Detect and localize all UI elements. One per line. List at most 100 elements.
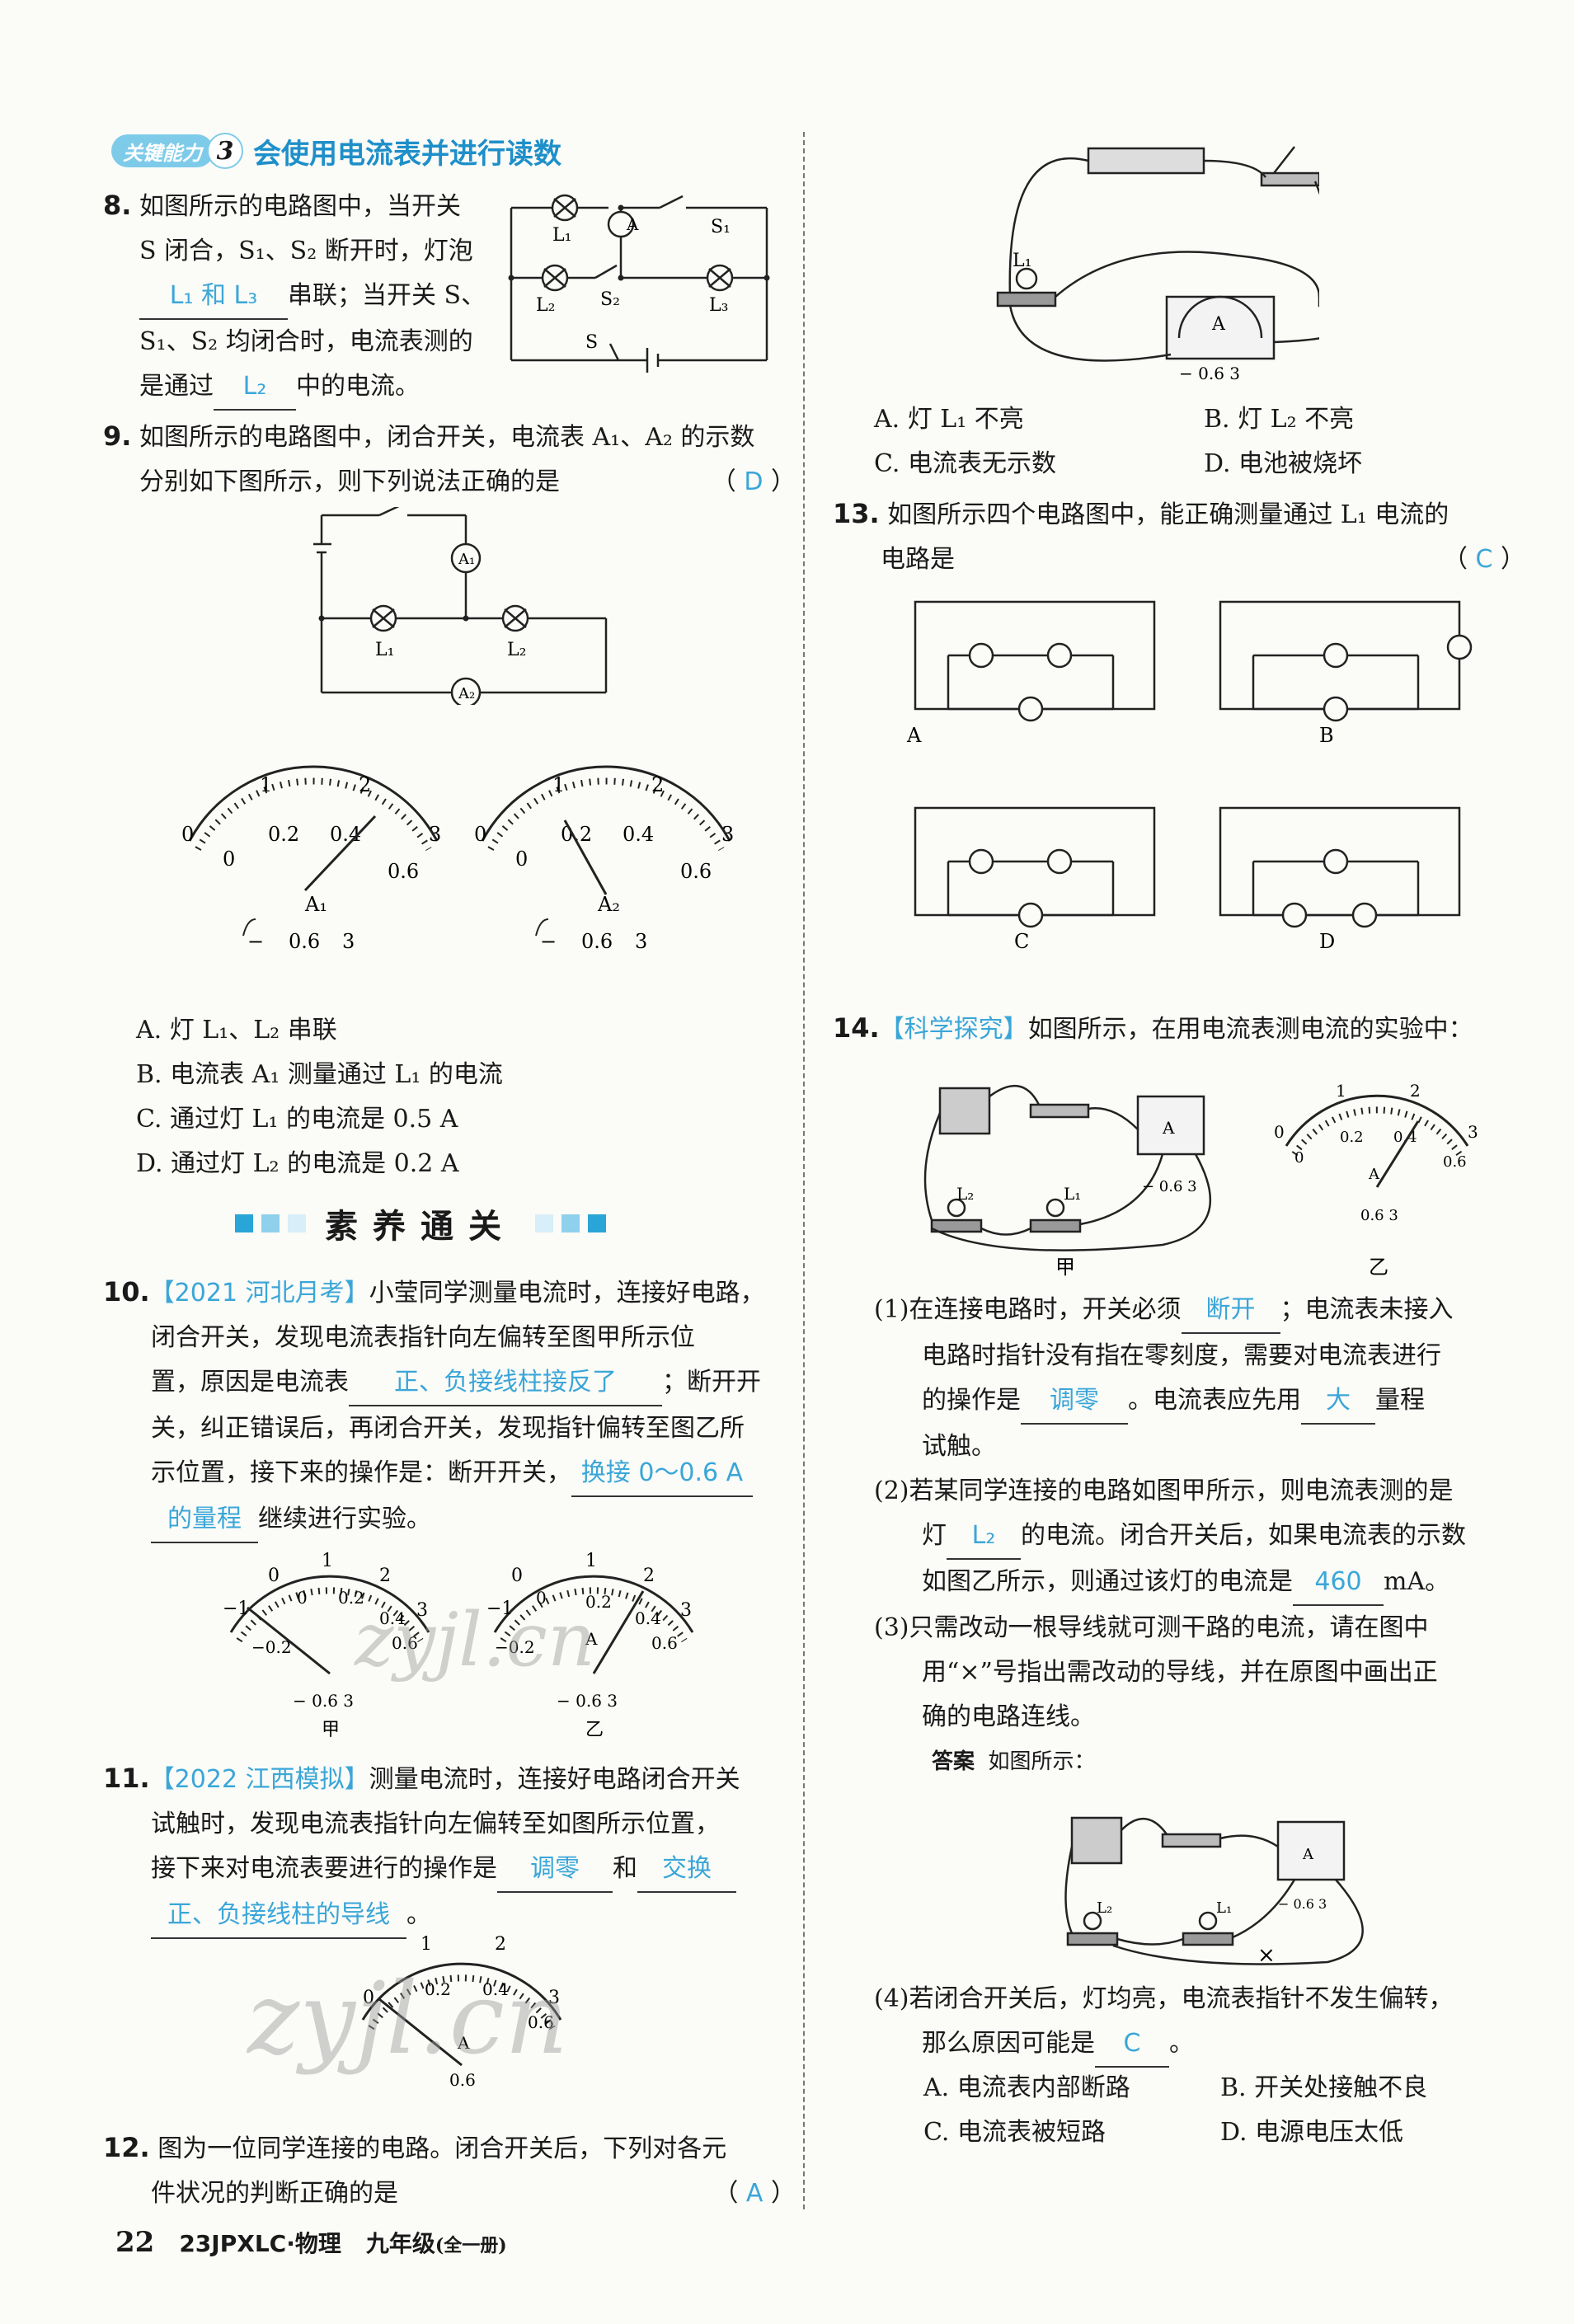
q12-option-c: C. 电流表无示数 [874,449,1056,478]
q14-p4-b: 那么原因可能是 [922,2029,1095,2058]
q14-p1-c: 电路时指针没有指在零刻度，需要对电流表进行 [922,1341,1441,1370]
scale-label: 0.6 [528,2012,554,2032]
grade: 九年级 [365,2230,435,2257]
question-number: 9. [103,420,132,452]
q8-answer-1: L₁ 和 L₃ [139,274,288,320]
page-footer: 22 23JPXLC·物理 九年级(全一册) [115,2226,507,2259]
q14-l1-label: L₁ [1064,1184,1081,1204]
q10-meter-yi: 0 1 2 3 −1 −0.2 0 0.2 0.4 0.6 A − 0.6 3 … [486,1551,694,1739]
question-10: 10.【2021 河北月考】小莹同学测量电流时，连接好电路， 闭合开关，发现电流… [103,1270,796,1543]
l1-label: L₁ [1216,1899,1232,1917]
scale-label: 1 [1336,1081,1346,1101]
question-number: 11. [103,1763,150,1794]
q14-p1-answer-3: 大 [1301,1378,1375,1425]
q12-line2: 件状况的判断正确的是 [151,2179,398,2208]
meter-pointer [563,819,608,895]
q12-terminal-labels: − 0.6 3 [1179,364,1240,383]
q14-line1: 如图所示，在用电流表测电流的实验中： [1027,1015,1473,1044]
q11-answer-2a: 交换 [637,1847,736,1893]
terminal-labels: 0.6 3 [1360,1207,1398,1224]
question-11: 11.【2022 江西模拟】测量电流时，连接好电路闭合开关 试触时，发现电流表指… [103,1756,796,1939]
scale-label: 0 [181,823,194,846]
q14-option-b: B. 开关处接触不良 [1220,2073,1428,2102]
scale-label: 1 [421,1934,432,1955]
scale-label: 0 [268,1566,280,1586]
q14-p2-d: 如图乙所示，则通过该灯的电流是 [922,1567,1293,1596]
q10-line3a: 置，原因是电流表 [151,1368,349,1397]
scale-label: 0 [511,1566,523,1586]
q14-p1-answer-1: 断开 [1181,1288,1280,1334]
scale-label: 0 [1294,1149,1304,1167]
section-badge: 关键能力 [111,134,214,167]
question-12: 12. 图为一位同学连接的电路。闭合开关后，下列对各元 件状况的判断正确的是（ … [103,2125,796,2216]
q8-line4: S₁、S₂ 均闭合时，电流表测的 [139,327,473,356]
q10-line5a: 示位置，接下来的操作是：断开开关， [151,1458,571,1487]
q10-answer-2b: 的量程 [151,1497,258,1543]
scale-label: 2 [379,1566,391,1586]
l2-label: L₂ [1097,1899,1112,1917]
section-number: 3 [207,133,243,169]
scale-label: 0.6 [1443,1153,1467,1171]
ammeter-a-label: A [1211,314,1226,335]
q12-option-b: B. 灯 L₂ 不亮 [1204,405,1355,434]
scale-label: 0.2 [585,1592,612,1612]
question-number: 8. [103,190,132,221]
q8-line5b: 中的电流。 [296,372,420,401]
scale-label: 0.4 [635,1608,661,1628]
q9-line1: 如图所示的电路图中，闭合开关，电流表 A₁、A₂ 的示数 [139,423,755,452]
q14-p4-a: (4)若闭合开关后，灯均亮，电流表指针不发生偏转， [874,1984,1454,2013]
scale-label: 2 [495,1934,506,1955]
q14-p1-answer-2: 调零 [1021,1378,1128,1425]
q11-end: 。 [406,1900,431,1929]
q8-l2-label: L₂ [536,295,555,316]
q12-option-a: A. 灯 L₁ 不亮 [874,405,1024,434]
q10-line3b: ；断开开 [662,1368,761,1397]
q13-circuit-a: A [906,600,1156,747]
scale-label: 2 [359,773,371,796]
q14-p1-g: 试触。 [922,1432,996,1461]
terminal-3: 3 [342,930,355,953]
question-number: 10. [103,1276,150,1308]
scale-label: 0 [515,847,528,871]
question-number: 13. [833,498,880,529]
q14-p2-answer-1: L₂ [947,1514,1021,1560]
scale-label: −1 [486,1599,513,1619]
answer-label: 答案 [932,1749,975,1774]
q8-s2-label: S₂ [600,289,620,310]
ammeter-a-label: A [1302,1846,1314,1863]
q12-answer: A [745,2179,764,2208]
question-number: 14. [833,1012,880,1044]
q10-meter-figures: 0 1 2 3 −1 −0.2 0 0.2 0.4 0.6 − 0.6 3 甲 … [223,1551,694,1739]
q13-circuit-c: C [914,806,1156,953]
q8-l3-label: L₃ [709,295,728,316]
q9-answer-bracket: （ D ） [711,467,796,496]
q11-and: 和 [613,1854,637,1883]
circuit-label-c: C [1014,930,1029,953]
scale-label: 3 [416,1600,428,1621]
banner-title: 素养通关 [325,1208,516,1246]
q10-answer-1: 正、负接线柱接反了 [349,1360,662,1406]
scale-label: 0.6 [388,860,419,883]
scale-label: 3 [721,823,734,846]
scale-label: −1 [223,1599,249,1619]
q13-circuit-options: A B C D [906,600,1473,953]
q13-circuit-b: B [1219,600,1473,747]
q11-meter-figure: 0 1 2 3 0.2 0.4 0.6 A 0.6 zyjl.cn [246,1934,568,2090]
figure-label-jia: 甲 [322,1720,340,1739]
scale-label: 1 [322,1551,333,1571]
scale-label: 0.4 [379,1608,406,1628]
terminal-3: 3 [635,930,647,953]
q12-option-d: D. 电池被烧坏 [1204,449,1363,478]
q13-line2: 电路是 [881,545,955,574]
q9-a1-label: A₁ [458,551,475,568]
q9-options: A. 灯 L₁、L₂ 串联 B. 电流表 A₁ 测量通过 L₁ 的电流 C. 通… [136,1008,503,1186]
q10-line1: 小莹同学测量电流时，连接好电路， [369,1279,765,1308]
q14-l2-label: L₂ [956,1184,974,1204]
circuit-label-a: A [906,724,922,747]
question-9: 9. 如图所示的电路图中，闭合开关，电流表 A₁、A₂ 的示数 分别如下图所示，… [103,414,796,505]
q9-meter-a1: 0 1 2 3 0 0.2 0.4 0.6 A₁ − 0.6 3 [181,765,441,953]
circuit-label-b: B [1319,724,1334,747]
q14-p4-c: 。 [1169,2029,1194,2058]
q14-p2-answer-2: 460 [1293,1560,1384,1606]
q14-p1-f: 量程 [1375,1386,1425,1415]
